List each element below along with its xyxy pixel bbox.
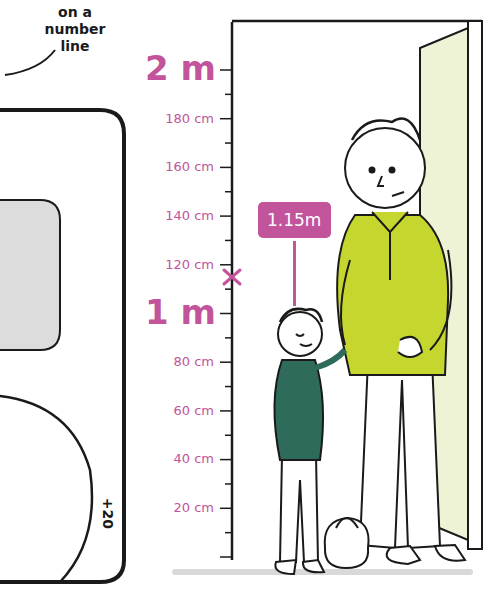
ruler-label: 180 cm: [130, 112, 214, 125]
door-post: [468, 21, 482, 549]
pointer-line: [5, 50, 55, 75]
man-figure: [337, 119, 465, 564]
ruler-label: 120 cm: [130, 258, 214, 271]
ruler-label: 140 cm: [130, 209, 214, 222]
circle-arc: [0, 395, 92, 582]
panel-outline: [0, 110, 124, 582]
door-frame: [232, 20, 482, 23]
panel-heading: on a number line: [30, 4, 120, 54]
callout-box: 1.15m: [258, 202, 331, 238]
ruler-label: 60 cm: [130, 404, 214, 417]
callout-text: 1.15m: [267, 210, 322, 230]
circle-number: +20: [100, 493, 117, 533]
ruler-ticks: [220, 70, 232, 557]
backpack: [325, 518, 369, 568]
height-marker: [224, 270, 240, 284]
ruler-label: 1 m: [140, 295, 216, 329]
ruler-label: 80 cm: [130, 355, 214, 368]
ruler-label: 160 cm: [130, 160, 214, 173]
ruler-axis: [231, 22, 234, 560]
leader-line: [293, 241, 296, 306]
ruler-label: 20 cm: [130, 501, 214, 514]
ruler-label: 40 cm: [130, 452, 214, 465]
grey-shape: [0, 200, 60, 350]
ruler-label: 2 m: [140, 51, 216, 85]
backpack-strap: [336, 518, 358, 528]
